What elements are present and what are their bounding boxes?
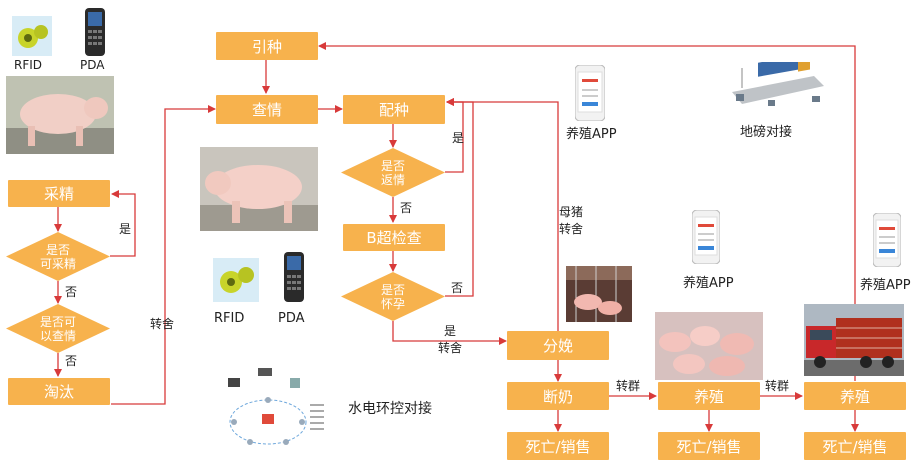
caption-pda-mid: PDA [278,311,305,326]
node-peizhong: 配种 [343,95,445,124]
caption-rfid-top: RFID [14,58,43,72]
boar-photo [6,76,114,154]
arrow-huaiyun-yes [392,321,507,345]
caption-pda-top: PDA [80,58,105,72]
node-caijing: 采精 [8,180,110,207]
label-kecaijing-no: 否 [65,285,78,299]
pig-truck-photo [804,304,904,376]
node-chaqing: 查情 [216,95,318,124]
caption-app-2: 养殖APP [683,276,734,291]
label-huaiyun-yes-zhuanshe: 是 转舍 [438,324,463,355]
node-siwang-1: 死亡/销售 [507,432,609,460]
decision-kecaijing: 是否 可采精 [6,232,110,281]
node-yangzhi-2: 养殖 [804,382,906,410]
smartphone-icon [691,209,721,265]
decision-huaiyun: 是否 怀孕 [341,272,445,321]
truck-scale-icon [728,55,828,112]
caption-app-1: 养殖APP [566,127,617,142]
label-huaiyun-no: 否 [451,281,464,295]
label-zhuanqun-1: 转群 [616,379,641,393]
label-taotai-zhuanshe: 转舍 [150,317,175,331]
rfid-tag-icon [12,16,52,56]
label-zhuanqun-2: 转群 [765,379,790,393]
decision-fanqing: 是否 返情 [341,148,445,197]
caption-dibang: 地磅对接 [740,125,793,140]
piglets-photo [655,312,763,380]
node-siwang-2: 死亡/销售 [658,432,760,460]
sow-photo [200,147,318,231]
arrow-taotai-chaqing [111,105,216,405]
label-muzhu-zhuanshe: 母猪 转舍 [559,205,584,236]
label-fanqing-yes: 是 [452,131,465,145]
node-siwang-3: 死亡/销售 [804,432,906,460]
label-keyichaqing-no: 否 [65,354,78,368]
farrowing-pen-photo [566,266,632,322]
smartphone-icon [574,64,606,122]
arrow-yangzhi2-yinzhong [318,42,856,381]
arrow-fenmian-peizhong [446,98,559,331]
caption-shuidian: 水电环控对接 [348,401,432,417]
caption-rfid-mid: RFID [214,311,245,326]
node-b-chao: B超检查 [343,224,445,251]
node-yangzhi-1: 养殖 [658,382,760,410]
pda-device-icon [84,8,106,56]
node-taotai: 淘汰 [8,378,110,405]
label-kecaijing-yes: 是 [119,222,132,236]
decision-keyichaqing: 是否可 以查情 [6,304,110,353]
rfid-tag-icon [213,258,259,302]
node-duannai: 断奶 [507,382,609,410]
arrow-kecaijing-yes [110,190,136,257]
network-diagram-icon [220,364,332,454]
caption-app-3: 养殖APP [860,278,911,293]
pda-device-icon [284,252,304,302]
node-fenmian: 分娩 [507,331,609,360]
label-fanqing-no: 否 [400,201,413,215]
node-yinzhong: 引种 [216,32,318,60]
smartphone-icon [872,212,902,268]
